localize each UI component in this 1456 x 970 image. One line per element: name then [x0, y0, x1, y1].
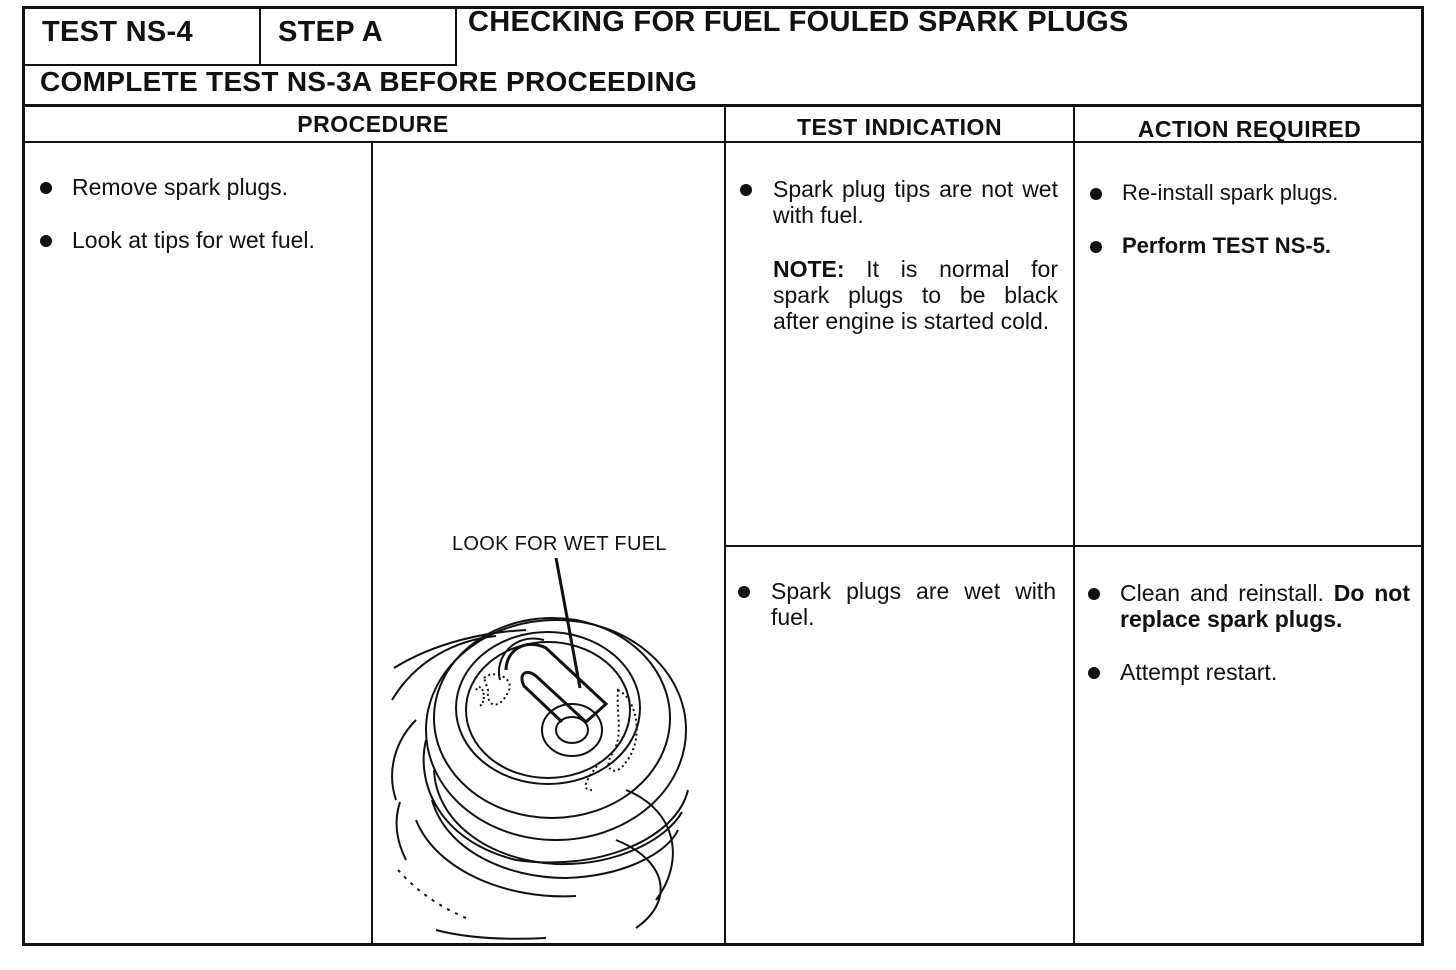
header-divider-step: [259, 6, 261, 66]
bullet-icon: [40, 235, 52, 247]
row-divider: [724, 545, 1424, 547]
step-label: STEP A: [278, 16, 383, 48]
indication-row-1: Spark plug tips are not wet with fuel. N…: [740, 176, 1058, 334]
bullet-icon: [1088, 588, 1100, 600]
action-item: Perform TEST NS-5.: [1090, 233, 1410, 259]
column-header-action-required: ACTION REQUIRED: [1137, 116, 1362, 142]
test-id: TEST NS-4: [42, 16, 193, 48]
actions-row-1: Re-install spark plugs. Perform TEST NS-…: [1090, 180, 1410, 286]
prerequisite-note: COMPLETE TEST NS-3A BEFORE PROCEEDING: [40, 66, 698, 97]
procedure-inner-divider: [371, 141, 373, 946]
procedure-step: Remove spark plugs.: [40, 174, 365, 200]
column-header-test-indication: TEST INDICATION: [796, 114, 1003, 140]
column-divider-indication: [1073, 104, 1075, 946]
illustration-callout: LOOK FOR WET FUEL: [452, 533, 667, 555]
page-title: CHECKING FOR FUEL FOULED SPARK PLUGS: [468, 6, 1129, 38]
procedure-step: Look at tips for wet fuel.: [40, 227, 365, 253]
procedure-steps: Remove spark plugs. Look at tips for wet…: [40, 174, 365, 280]
column-header-procedure: PROCEDURE: [297, 111, 449, 137]
bullet-icon: [40, 182, 52, 194]
bullet-icon: [738, 586, 750, 598]
bullet-icon: [1088, 667, 1100, 679]
indication-item: Spark plug tips are not wet with fuel.: [740, 176, 1058, 228]
actions-row-2: Clean and reinstall. Do not replace spar…: [1088, 580, 1410, 712]
prerequisite-divider: [22, 104, 1424, 107]
bullet-icon: [1090, 188, 1102, 200]
spark-plug-tip-icon: [391, 557, 689, 940]
action-item: Attempt restart.: [1088, 659, 1410, 685]
form-frame: [22, 6, 1424, 946]
column-header-divider: [22, 141, 1424, 143]
action-item: Re-install spark plugs.: [1090, 180, 1410, 206]
column-divider-procedure: [724, 104, 726, 946]
indication-row-2: Spark plugs are wet with fuel.: [738, 578, 1056, 630]
bullet-icon: [1090, 241, 1102, 253]
header-divider-title: [455, 6, 457, 66]
header-divider-left: [22, 64, 456, 66]
action-item: Clean and reinstall. Do not replace spar…: [1088, 580, 1410, 632]
indication-note: NOTE: It is normal for spark plugs to be…: [773, 256, 1058, 334]
indication-item: Spark plugs are wet with fuel.: [738, 578, 1056, 630]
bullet-icon: [740, 184, 752, 196]
